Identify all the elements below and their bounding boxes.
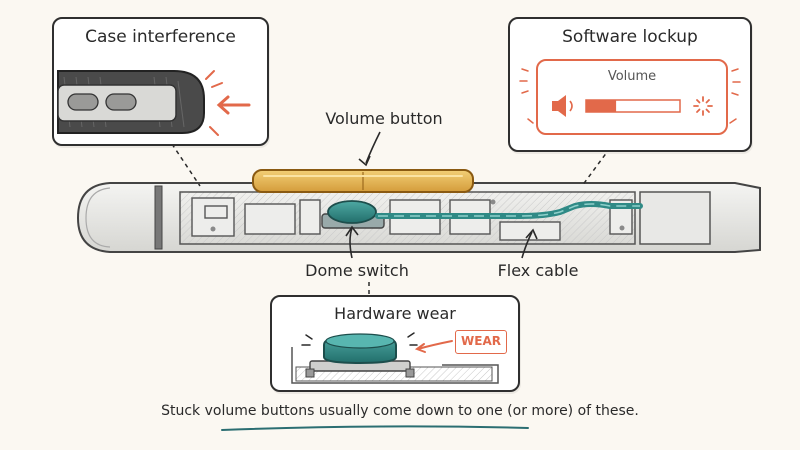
caption-underline <box>221 425 529 431</box>
flex-cable-arrow <box>521 231 533 259</box>
volume-button-arrow <box>365 131 381 164</box>
volume-hud: Volume <box>536 59 728 135</box>
case-leader-line <box>171 143 201 187</box>
dome-switch-arrow <box>349 227 353 259</box>
wear-illustration <box>291 332 499 384</box>
wear-tag: WEAR <box>455 330 507 354</box>
flex-cable-label: Flex cable <box>497 261 579 280</box>
volume-hud-label: Volume <box>607 69 657 84</box>
case-interference-panel: Case interference <box>52 17 269 146</box>
dome-switch-label: Dome switch <box>305 261 409 280</box>
software-lockup-panel: Software lockup Volume <box>508 17 752 152</box>
volume-fill <box>586 100 617 112</box>
caption: Stuck volume buttons usually come down t… <box>161 403 639 419</box>
software-leader-line <box>581 147 611 187</box>
phone-cross-section <box>76 182 761 253</box>
volume-button-arrowhead <box>358 155 371 167</box>
volume-button-label: Volume button <box>325 109 443 128</box>
loading-spinner-icon <box>693 96 713 116</box>
hardware-wear-title: Hardware wear <box>334 304 456 323</box>
case-interference-title: Case interference <box>85 27 236 47</box>
dome-switch-shape <box>327 200 377 224</box>
volume-button-shape <box>252 169 474 193</box>
hardware-wear-panel: Hardware wear WEAR <box>270 295 520 392</box>
speaker-icon <box>552 95 573 117</box>
lockup-sparkles <box>519 68 741 124</box>
case-illustration <box>57 70 251 136</box>
wear-tag-text: WEAR <box>461 334 501 348</box>
software-lockup-title: Software lockup <box>562 27 698 47</box>
